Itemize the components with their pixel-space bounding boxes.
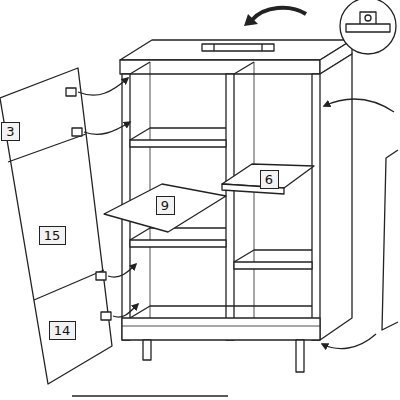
shelf-back — [130, 228, 226, 240]
base-rule — [72, 395, 228, 396]
level-mark — [213, 44, 214, 51]
assembly-arrow — [78, 78, 394, 349]
bottom-rail — [122, 318, 320, 340]
level-mark — [261, 44, 262, 51]
side-panel — [312, 54, 352, 340]
top-surface — [120, 40, 352, 60]
callout-box: 9 — [156, 196, 175, 215]
leg — [296, 340, 304, 372]
hinge — [66, 88, 111, 320]
callout-box: 14 — [49, 321, 76, 340]
detail-bubble — [365, 15, 371, 21]
callout-number: 14 — [54, 324, 71, 337]
door-division — [34, 270, 104, 300]
callout-box: 15 — [39, 226, 66, 245]
rotate-arrowhead — [244, 14, 258, 26]
bottom-back — [130, 306, 312, 318]
divider — [226, 74, 234, 340]
bottom-line — [122, 326, 320, 327]
callout-number: 15 — [44, 229, 61, 242]
detail-level — [346, 24, 390, 32]
detail-circle — [340, 0, 396, 54]
shelf — [130, 140, 226, 147]
callout-number: 9 — [161, 199, 169, 212]
depth-line — [234, 62, 254, 74]
side-edge — [319, 74, 320, 340]
door-panel — [0, 68, 112, 384]
leg — [143, 340, 151, 360]
shelf-back — [234, 250, 312, 262]
detail-bracket — [360, 12, 376, 24]
shelf — [234, 262, 312, 269]
glass-shelf — [104, 184, 226, 232]
callout-number: 3 — [6, 125, 14, 138]
level-bar — [202, 44, 274, 51]
shelf — [130, 240, 226, 247]
depth-line — [130, 62, 150, 74]
shelf-back — [130, 128, 226, 140]
callout-box: 3 — [1, 122, 20, 141]
callout-box: 6 — [260, 170, 279, 189]
door-panel — [382, 150, 398, 330]
rotate-arrow — [252, 8, 306, 20]
callout-number: 6 — [265, 173, 273, 186]
